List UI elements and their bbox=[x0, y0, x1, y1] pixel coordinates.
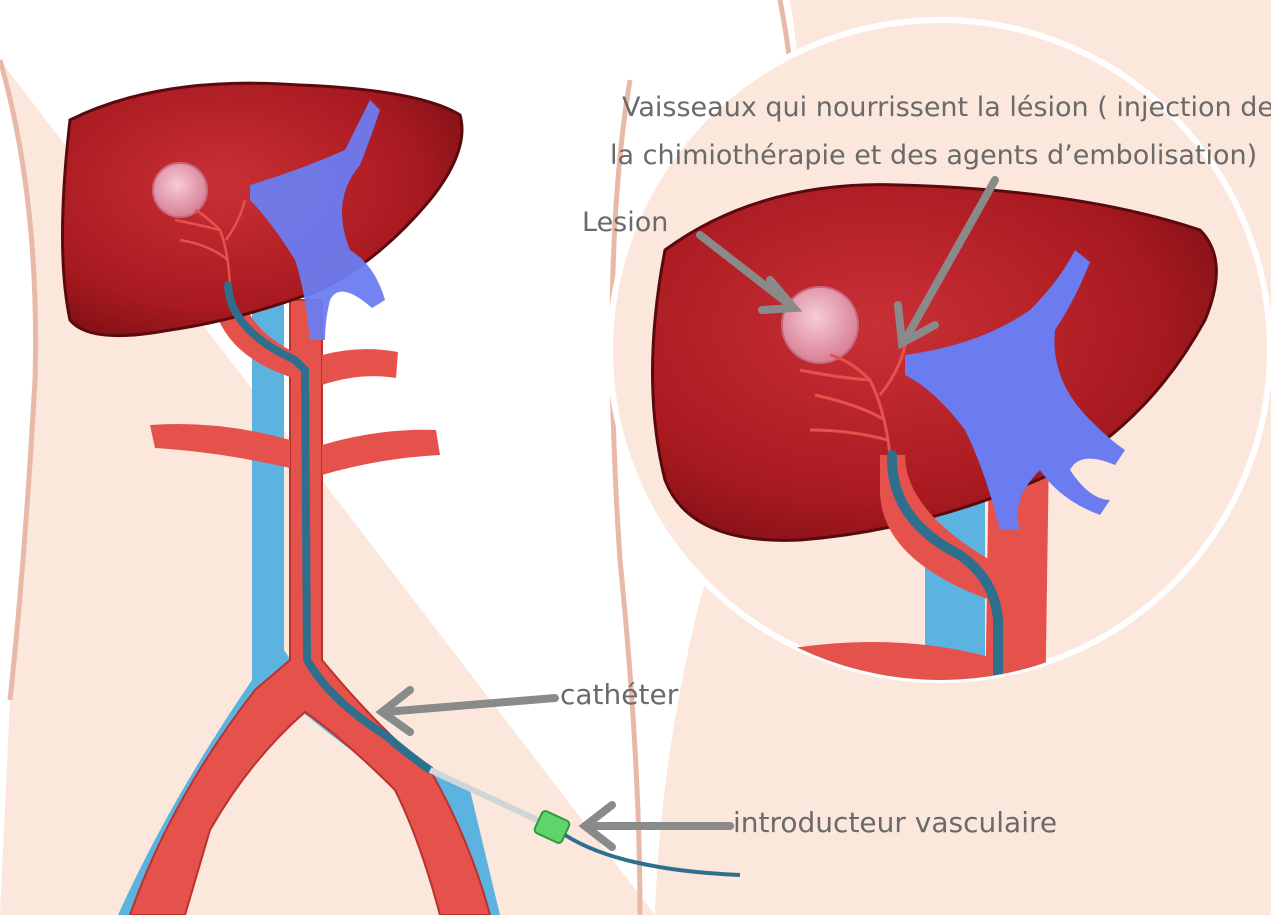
catheter-label: cathéter bbox=[560, 678, 678, 711]
artery-branch-renal-right bbox=[322, 430, 440, 475]
artery-branch-mesenteric bbox=[322, 349, 398, 385]
lesion-label: Lesion bbox=[582, 207, 668, 238]
body-outline-right-lower bbox=[612, 80, 640, 915]
tumor-zoom bbox=[782, 287, 858, 363]
vessels-label-line2: la chimiothérapie et des agents d’emboli… bbox=[610, 140, 1257, 171]
introducer-label: introducteur vasculaire bbox=[733, 806, 1057, 839]
tumor-left bbox=[153, 163, 207, 217]
vessels-label-line1: Vaisseaux qui nourrissent la lésion ( in… bbox=[622, 92, 1271, 123]
